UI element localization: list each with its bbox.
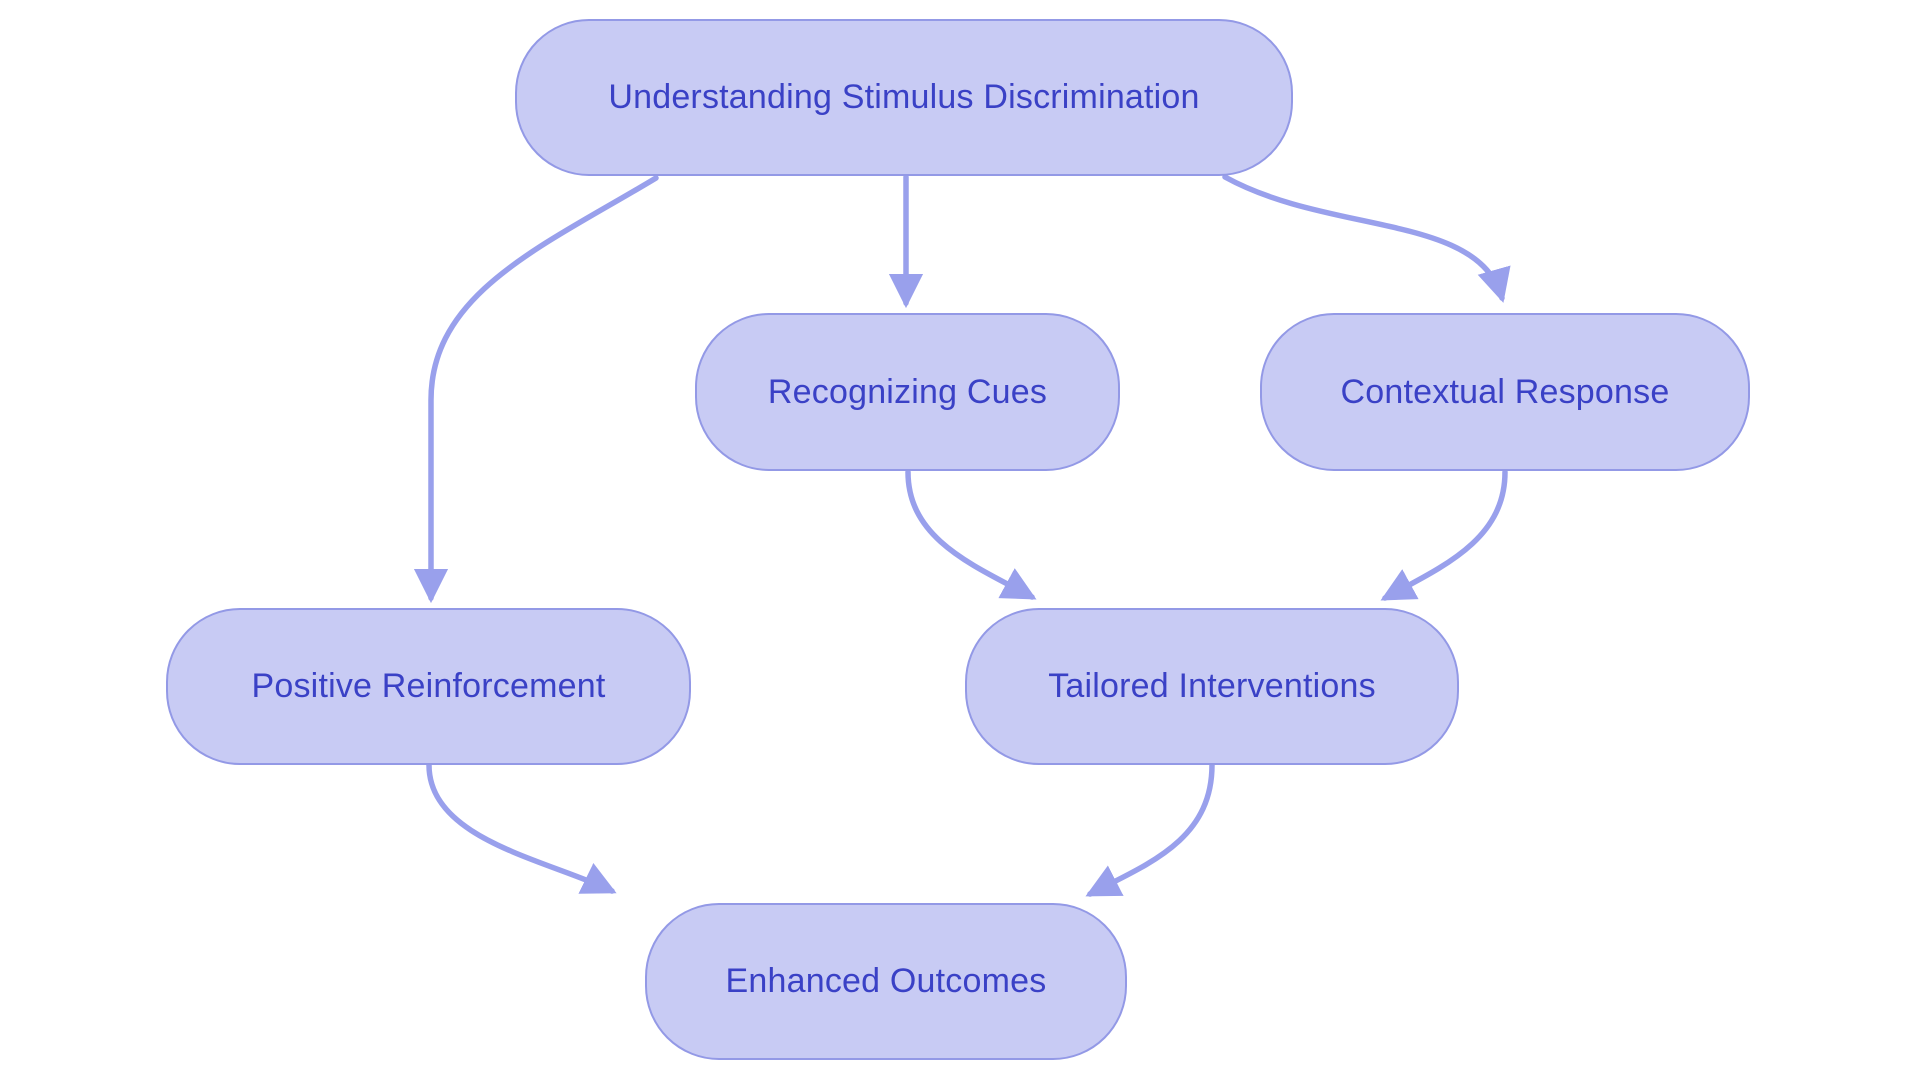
flow-node-n4: Positive Reinforcement (166, 608, 691, 765)
flow-node-label: Contextual Response (1340, 372, 1670, 411)
edge-n4-to-n6 (426, 762, 617, 894)
flow-node-n2: Recognizing Cues (695, 313, 1120, 471)
flow-node-label: Enhanced Outcomes (725, 962, 1047, 1001)
edge-n5-to-n6 (1085, 762, 1215, 897)
edges-group (413, 174, 1511, 897)
flow-node-label: Understanding Stimulus Discrimination (608, 78, 1200, 117)
flow-node-n1: Understanding Stimulus Discrimination (515, 19, 1293, 176)
edge-n3-to-n5 (1380, 469, 1508, 601)
flow-node-label: Positive Reinforcement (251, 667, 606, 706)
edge-n1-to-n4 (413, 175, 659, 604)
flow-node-n5: Tailored Interventions (965, 608, 1459, 765)
edge-n1-to-n3 (1222, 174, 1511, 303)
edge-n2-to-n5 (905, 469, 1037, 600)
flow-node-label: Recognizing Cues (767, 372, 1048, 411)
flow-node-label: Tailored Interventions (1048, 667, 1376, 706)
flow-node-n3: Contextual Response (1260, 313, 1750, 471)
flow-node-n6: Enhanced Outcomes (645, 903, 1127, 1060)
